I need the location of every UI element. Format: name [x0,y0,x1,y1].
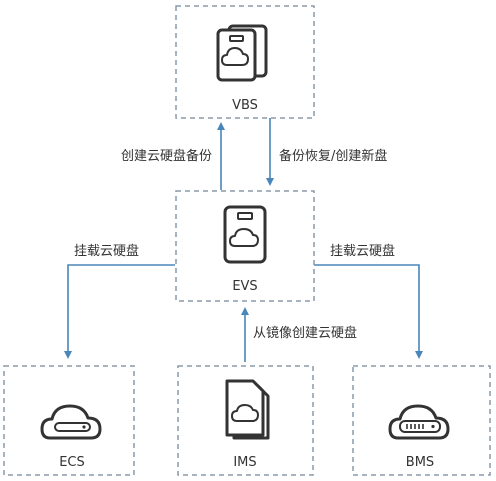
evs-icon [223,205,267,264]
ims-icon [225,379,270,440]
edge-label-create-backup: 创建云硬盘备份 [121,148,212,164]
edge-evs-to-ecs [64,264,175,359]
node-ims-label: IMS [233,455,256,470]
node-bms-label: BMS [406,455,434,470]
edge-evs-to-bms [313,264,423,359]
node-ecs-box [3,365,135,476]
node-ecs-label: ECS [59,455,85,470]
vbs-icon [216,24,268,82]
ecs-icon [40,404,102,440]
edge-label-attach-ecs: 挂载云硬盘 [74,243,139,259]
edge-label-create-from-image: 从镜像创建云硬盘 [253,325,357,341]
node-vbs-label: VBS [232,98,258,113]
edge-label-restore-backup: 备份恢复/创建新盘 [279,148,387,164]
edge-label-attach-bms: 挂载云硬盘 [330,243,395,259]
bms-icon [388,404,450,440]
node-evs-label: EVS [232,279,257,294]
